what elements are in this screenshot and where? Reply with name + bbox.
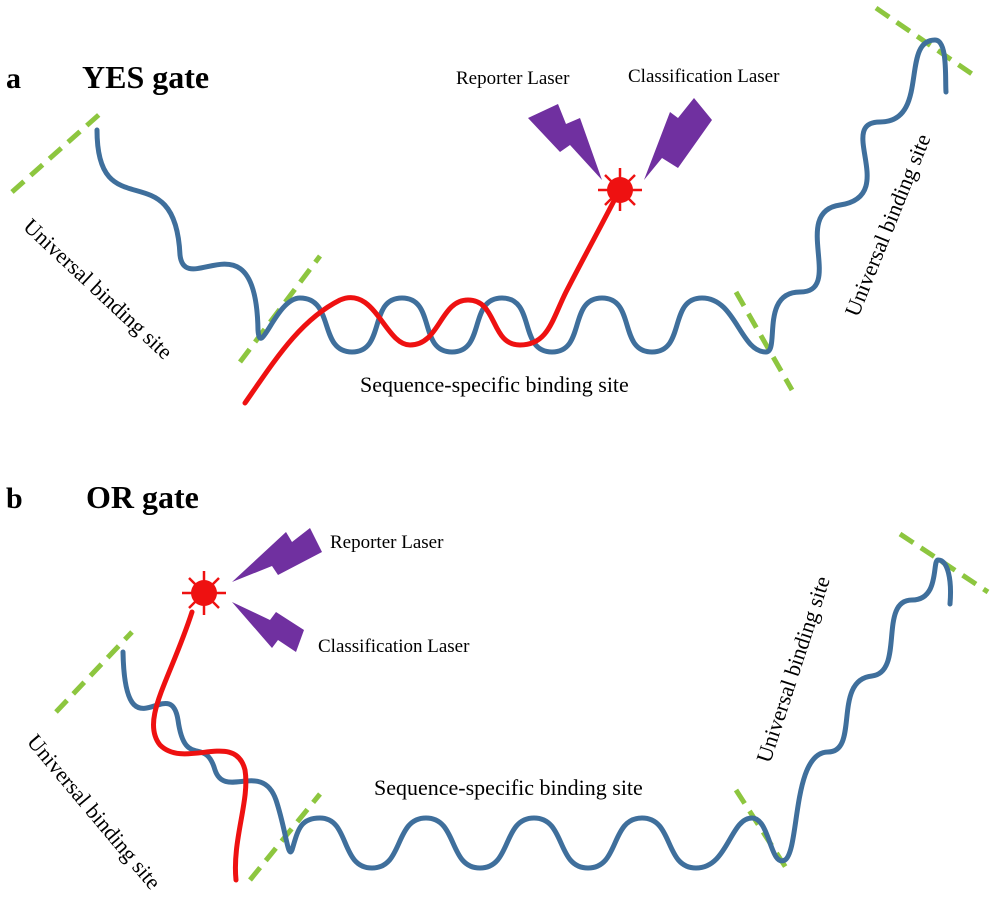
reporter-strand-a bbox=[242, 190, 621, 406]
panel-b-letter: b bbox=[6, 482, 23, 515]
reporter-laser-bolt-icon bbox=[528, 104, 602, 180]
classification-laser-label: Classification Laser bbox=[628, 66, 780, 87]
right-sequence-boundary bbox=[733, 290, 795, 392]
template-strand-b bbox=[120, 557, 953, 871]
panel-a: a YES gate Reporter Laser Classification… bbox=[6, 5, 974, 406]
left-universal-binding-site-label: Universal binding site bbox=[19, 213, 178, 364]
classification-laser-bolt-icon bbox=[644, 98, 712, 180]
left-universal-boundary bbox=[54, 630, 134, 714]
left-universal-boundary bbox=[10, 110, 104, 194]
reporter-laser-label: Reporter Laser bbox=[330, 532, 444, 553]
right-universal-binding-site-label: Universal binding site bbox=[839, 130, 935, 320]
left-universal-binding-site-label: Universal binding site bbox=[22, 729, 166, 894]
reporter-laser-bolt-icon bbox=[232, 528, 322, 582]
classification-laser-bolt-icon bbox=[232, 602, 304, 652]
reporter-laser-label: Reporter Laser bbox=[456, 68, 570, 89]
panel-a-letter: a bbox=[6, 62, 21, 95]
panel-b: b OR gate Reporter Laser Classification … bbox=[6, 479, 990, 894]
fluorophore-star-icon bbox=[182, 571, 226, 615]
left-sequence-boundary bbox=[238, 254, 322, 364]
right-universal-binding-site-label: Universal binding site bbox=[751, 573, 835, 766]
classification-laser-label: Classification Laser bbox=[318, 636, 470, 657]
panel-a-title: YES gate bbox=[82, 59, 209, 95]
panel-b-title: OR gate bbox=[86, 479, 199, 515]
template-strand-a bbox=[94, 37, 949, 355]
sequence-specific-binding-site-label: Sequence-specific binding site bbox=[360, 372, 629, 397]
reporter-strand-b bbox=[150, 609, 249, 883]
fluorophore-star-icon bbox=[598, 168, 642, 211]
sequence-specific-binding-site-label: Sequence-specific binding site bbox=[374, 775, 643, 800]
